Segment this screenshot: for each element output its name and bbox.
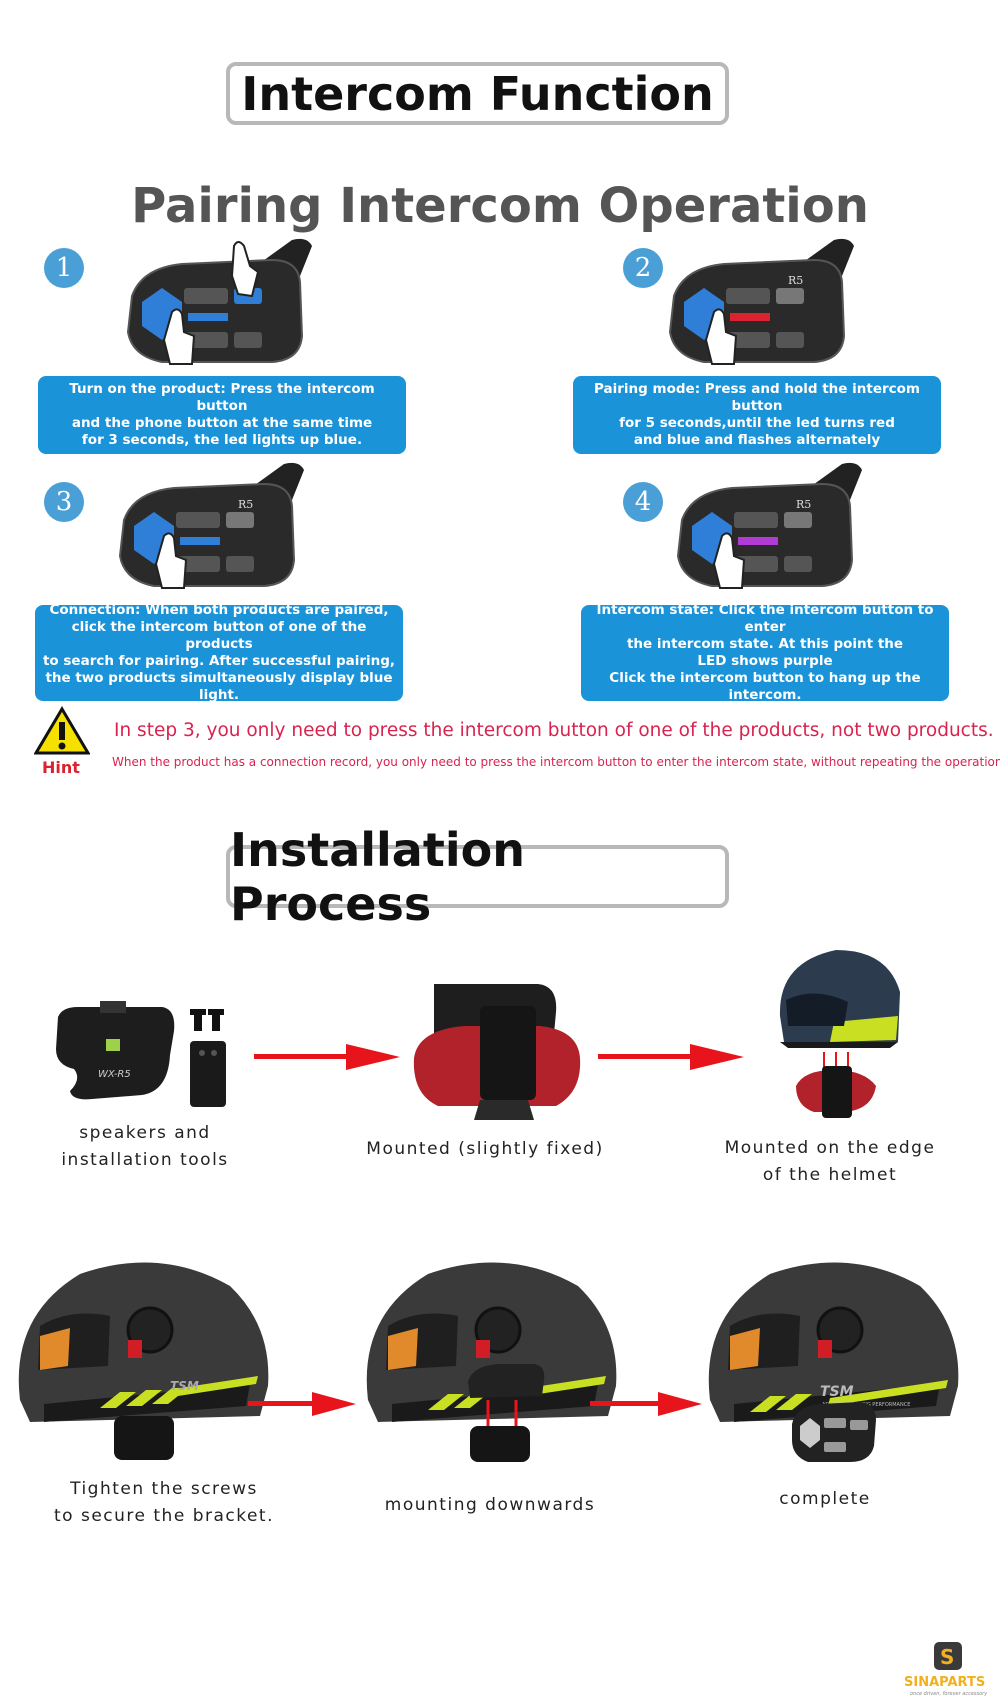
step-3-description: Connection: When both products are paire… [35,602,403,703]
warning-icon [34,706,90,755]
step-4-number: 4 [623,482,663,522]
step-2-description: Pairing mode: Press and hold the interco… [573,376,941,454]
hint-main-text: In step 3, you only need to press the in… [114,720,994,741]
caption-mounting-downwards: mounting downwards [384,1495,596,1515]
arrow-right-icon [248,1392,356,1416]
arrow-right-icon [598,1044,744,1070]
step-4-description: Intercom state: Click the intercom butto… [581,602,949,703]
svg-text:WX-R5: WX-R5 [98,1069,131,1080]
caption-tighten-screws: Tighten the screws to secure the bracket… [54,1479,274,1526]
svg-text:R5: R5 [788,274,803,287]
intercom-device-icon: R5 [668,238,854,365]
intercom-function-title: Intercom Function [226,62,729,125]
helmet-complete-image: TSM ADVANCED RACING PERFORMANCE [708,1262,959,1462]
svg-text:SINAPARTS: SINAPARTS [904,1675,985,1690]
svg-text:TSM: TSM [170,1379,199,1393]
svg-text:S: S [940,1645,954,1669]
step-1-number: 1 [44,248,84,288]
pairing-subtitle: Pairing Intercom Operation [131,178,869,234]
caption-helmet-edge: Mounted on the edge of the helmet [724,1138,936,1185]
svg-text:R5: R5 [238,498,253,511]
step-2-number: 2 [623,248,663,288]
caption-mounted-slightly: Mounted (slightly fixed) [366,1139,604,1159]
caption-complete: complete [779,1489,871,1509]
svg-text:R5: R5 [796,498,811,511]
helmet-mounting-down-image [366,1262,617,1462]
arrow-right-icon [590,1392,702,1416]
arrow-right-icon [254,1044,400,1070]
speaker-and-tools-image: WX-R5 [56,1001,226,1107]
hint-label: Hint [42,758,80,777]
intercom-device-icon: R5 [118,462,304,589]
caption-speakers-tools: speakers and installation tools [61,1123,229,1170]
helmet-edge-mount-image [779,950,900,1118]
hint-sub-text: When the product has a connection record… [112,755,1000,769]
svg-text:once driven, forever accessory: once driven, forever accessory [910,1691,988,1697]
step-1-description: Turn on the product: Press the intercom … [38,376,406,454]
helmet-tighten-screws-image: TSM [18,1262,269,1460]
bracket-mounted-image [413,984,581,1120]
sinaparts-logo: S SINAPARTS once driven, forever accesso… [904,1642,988,1697]
svg-text:TSM: TSM [820,1384,854,1400]
intercom-device-icon: R5 [676,462,862,589]
intercom-device-icon [126,238,312,365]
step-3-number: 3 [44,482,84,522]
installation-process-title: Installation Process [226,823,729,931]
